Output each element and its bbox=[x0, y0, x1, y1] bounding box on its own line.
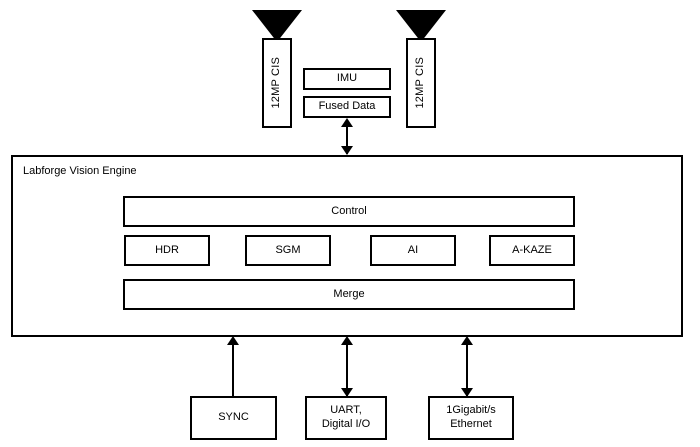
sensor-right-body: 12MP CIS bbox=[406, 38, 436, 128]
control-block: Control bbox=[123, 196, 575, 227]
fused-data-label: Fused Data bbox=[318, 100, 376, 113]
control-label: Control bbox=[331, 204, 367, 217]
module-ai: AI bbox=[370, 235, 456, 266]
module-ai-label: AI bbox=[407, 243, 419, 256]
merge-block: Merge bbox=[123, 279, 575, 310]
interface-ethernet-label-line2: Ethernet bbox=[450, 418, 492, 430]
vision-engine-title: Labforge Vision Engine bbox=[23, 165, 137, 177]
interface-sync-label: SYNC bbox=[218, 411, 249, 424]
module-hdr-label: HDR bbox=[155, 243, 179, 256]
sensor-left-label: 12MP CIS bbox=[270, 57, 283, 109]
interface-sync: SYNC bbox=[190, 396, 277, 440]
arrow-head-down-icon bbox=[341, 388, 353, 397]
arrow-head-down-icon bbox=[461, 388, 473, 397]
arrow-head-down-icon bbox=[341, 146, 353, 155]
arrow-head-up-icon bbox=[341, 118, 353, 127]
module-sgm: SGM bbox=[245, 235, 331, 266]
sensor-right-label: 12MP CIS bbox=[414, 57, 427, 109]
module-akaze: A-KAZE bbox=[489, 235, 575, 266]
module-akaze-label: A-KAZE bbox=[512, 243, 552, 256]
merge-label: Merge bbox=[333, 287, 365, 300]
fused-data-block: Fused Data bbox=[303, 96, 391, 118]
module-hdr: HDR bbox=[124, 235, 210, 266]
interface-uart: UART, Digital I/O bbox=[305, 396, 387, 440]
interface-uart-label-line2: Digital I/O bbox=[321, 418, 371, 430]
interface-ethernet: 1Gigabit/s Ethernet bbox=[428, 396, 514, 440]
imu-block: IMU bbox=[303, 68, 391, 90]
imu-label: IMU bbox=[336, 72, 358, 85]
interface-uart-label-line1: UART, bbox=[330, 404, 362, 417]
module-sgm-label: SGM bbox=[275, 243, 301, 256]
arrow-head-up-icon bbox=[461, 336, 473, 345]
sensor-left-body: 12MP CIS bbox=[262, 38, 292, 128]
arrow-head-up-icon bbox=[227, 336, 239, 345]
arrow-head-up-icon bbox=[341, 336, 353, 345]
interface-ethernet-label-line1: 1Gigabit/s bbox=[446, 404, 496, 417]
